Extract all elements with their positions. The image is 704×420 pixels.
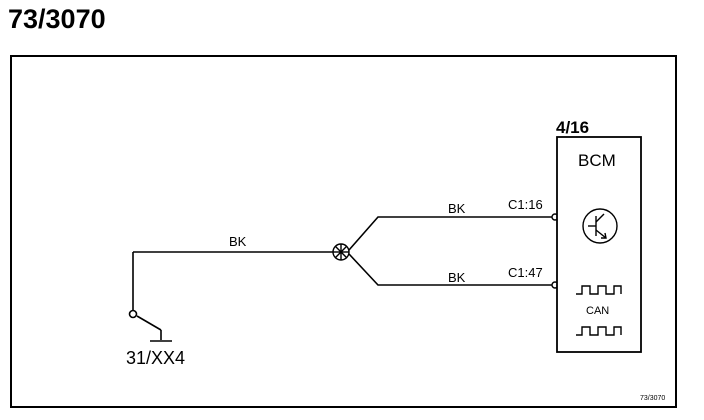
footer-ref: 73/3070 bbox=[640, 395, 665, 402]
lower-pin-label: C1:47 bbox=[508, 265, 543, 280]
upper-pin-label: C1:16 bbox=[508, 197, 543, 212]
ground-label: 31/XX4 bbox=[126, 348, 185, 368]
bcm-module bbox=[556, 136, 642, 353]
splice-icon bbox=[332, 243, 350, 261]
lower-wire bbox=[348, 253, 553, 286]
square-wave-icon bbox=[576, 285, 622, 295]
upper-wire-color: BK bbox=[448, 201, 466, 216]
main-wire-color: BK bbox=[229, 234, 247, 249]
module-name: BCM bbox=[578, 151, 616, 170]
lower-wire-color: BK bbox=[448, 270, 466, 285]
diagram-frame bbox=[10, 55, 677, 408]
upper-wire bbox=[348, 216, 553, 251]
transistor-icon bbox=[582, 208, 618, 244]
module-ref: 4/16 bbox=[556, 118, 589, 137]
square-wave-icon bbox=[576, 326, 622, 336]
ground-switch-icon bbox=[128, 252, 172, 342]
can-label: CAN bbox=[586, 305, 609, 317]
page-title: 73/3070 bbox=[8, 4, 106, 34]
